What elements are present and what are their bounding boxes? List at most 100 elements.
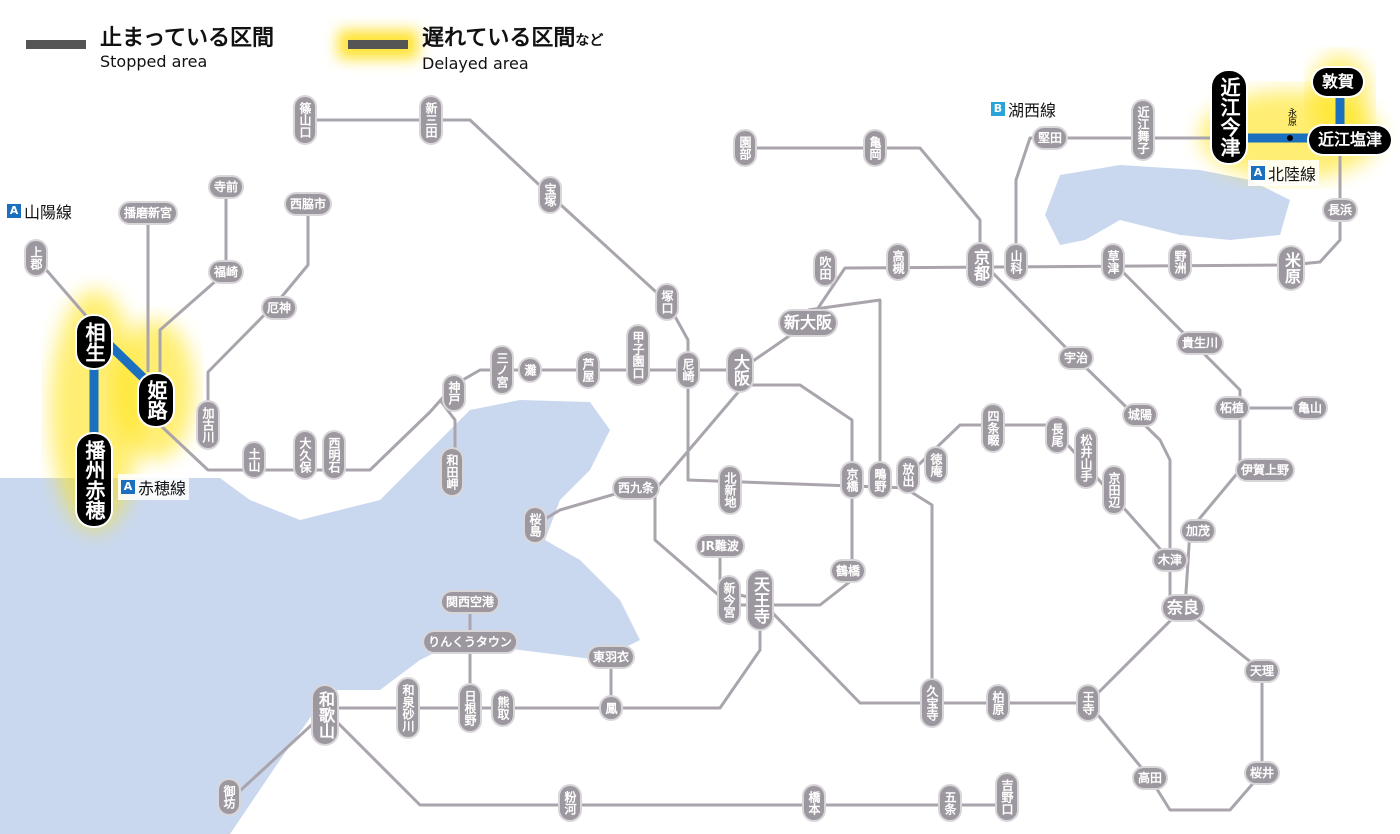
station-久宝寺[interactable]: 久宝寺	[922, 680, 942, 726]
station-和泉砂川[interactable]: 和泉砂川	[398, 679, 418, 737]
station-篠山口[interactable]: 篠山口	[295, 97, 315, 143]
station-加古川[interactable]: 加古川	[198, 402, 218, 448]
station-灘[interactable]: 灘	[520, 359, 540, 381]
station-粉河[interactable]: 粉河	[560, 786, 580, 820]
station-草津[interactable]: 草津	[1103, 245, 1123, 279]
station-和田岬[interactable]: 和田岬	[442, 449, 462, 495]
station-松井山手[interactable]: 松井山手	[1076, 429, 1096, 487]
station-西九条[interactable]: 西九条	[613, 478, 659, 498]
station-京都[interactable]: 京都	[968, 244, 992, 286]
rail-line	[745, 146, 982, 265]
station-御坊[interactable]: 御坊	[219, 780, 239, 814]
station-柏原[interactable]: 柏原	[988, 686, 1008, 720]
station-京橋[interactable]: 京橋	[842, 463, 862, 497]
station-相生[interactable]: 相生	[77, 316, 111, 368]
rail-line	[988, 268, 1172, 608]
station-高槻[interactable]: 高槻	[888, 245, 908, 279]
rail-line	[907, 488, 934, 703]
station-大阪[interactable]: 大阪	[728, 349, 752, 391]
station-五条[interactable]: 五条	[940, 786, 960, 820]
stopped-swatch	[26, 40, 86, 49]
station-鶴橋[interactable]: 鶴橋	[831, 561, 865, 581]
station-甲子園口[interactable]: 甲子園口	[628, 326, 648, 384]
station-宇治[interactable]: 宇治	[1059, 348, 1093, 368]
station-西脇市[interactable]: 西脇市	[285, 194, 331, 214]
station-播州赤穂[interactable]: 播州赤穂	[77, 434, 111, 526]
station-日根野[interactable]: 日根野	[460, 685, 480, 731]
station-姫路[interactable]: 姫路	[139, 374, 173, 426]
rail-line	[328, 713, 1009, 807]
station-芦屋[interactable]: 芦屋	[578, 353, 598, 387]
station-米原[interactable]: 米原	[1279, 247, 1303, 289]
station-新大阪[interactable]: 新大阪	[779, 311, 837, 335]
rail-line	[807, 298, 882, 488]
station-木津[interactable]: 木津	[1153, 550, 1187, 570]
station-近江塩津[interactable]: 近江塩津	[1308, 126, 1392, 154]
station-りんくうタウン[interactable]: りんくうタウン	[424, 632, 516, 652]
station-伊賀上野[interactable]: 伊賀上野	[1236, 460, 1294, 480]
station-天理[interactable]: 天理	[1245, 661, 1279, 681]
station-亀山[interactable]: 亀山	[1293, 398, 1327, 418]
station-吉野口[interactable]: 吉野口	[997, 774, 1017, 820]
station-和歌山[interactable]: 和歌山	[313, 686, 337, 744]
station-新今宮[interactable]: 新今宮	[719, 577, 739, 623]
station-近江舞子[interactable]: 近江舞子	[1133, 101, 1153, 159]
station-四条畷[interactable]: 四条畷	[983, 405, 1003, 451]
station-大久保[interactable]: 大久保	[295, 432, 315, 478]
station-北新地[interactable]: 北新地	[720, 467, 740, 513]
station-放出[interactable]: 放出	[898, 458, 918, 492]
station-尼崎[interactable]: 尼崎	[678, 353, 698, 387]
station-加茂[interactable]: 加茂	[1181, 521, 1215, 541]
line-name: 赤穂線	[138, 479, 187, 498]
station-新三田[interactable]: 新三田	[421, 97, 441, 143]
rail-line	[158, 187, 228, 372]
station-西明石[interactable]: 西明石	[324, 432, 344, 478]
water-body	[1045, 165, 1290, 245]
station-園部[interactable]: 園部	[735, 131, 755, 165]
station-熊取[interactable]: 熊取	[493, 691, 513, 725]
station-柘植[interactable]: 柘植	[1215, 398, 1249, 418]
station-長浜[interactable]: 長浜	[1323, 200, 1357, 220]
station-塚口[interactable]: 塚口	[657, 285, 677, 319]
station-高田[interactable]: 高田	[1133, 768, 1167, 788]
station-三ノ宮[interactable]: 三ノ宮	[492, 347, 512, 393]
station-鳳[interactable]: 鳳	[601, 697, 621, 719]
station-福崎[interactable]: 福崎	[209, 262, 243, 282]
station-関西空港[interactable]: 関西空港	[441, 592, 499, 612]
station-山科[interactable]: 山科	[1006, 245, 1026, 279]
station-近江今津[interactable]: 近江今津	[1212, 71, 1246, 163]
station-貴生川[interactable]: 貴生川	[1177, 333, 1223, 353]
station-天王寺[interactable]: 天王寺	[748, 571, 772, 629]
station-野洲[interactable]: 野洲	[1170, 245, 1190, 279]
station-播磨新宮[interactable]: 播磨新宮	[119, 203, 177, 223]
station-亀岡[interactable]: 亀岡	[865, 131, 885, 165]
station-寺前[interactable]: 寺前	[209, 177, 243, 197]
station-堅田[interactable]: 堅田	[1033, 128, 1067, 148]
station-鴫野[interactable]: 鴫野	[870, 463, 890, 497]
rail-line	[206, 204, 310, 425]
line-name: 北陸線	[1268, 165, 1317, 184]
station-桜島[interactable]: 桜島	[525, 508, 545, 542]
station-神戸[interactable]: 神戸	[444, 376, 464, 410]
station-奈良[interactable]: 奈良	[1162, 596, 1204, 620]
station-徳庵[interactable]: 徳庵	[926, 448, 946, 482]
station-宝塚[interactable]: 宝塚	[540, 178, 560, 212]
station-橋本[interactable]: 橋本	[804, 786, 824, 820]
station-桜井[interactable]: 桜井	[1245, 763, 1279, 783]
station-京田辺[interactable]: 京田辺	[1104, 467, 1124, 513]
station-土山[interactable]: 土山	[244, 443, 264, 477]
station-東羽衣[interactable]: 東羽衣	[588, 647, 634, 667]
station-上郡[interactable]: 上郡	[26, 241, 46, 275]
station-JR難波[interactable]: JR難波	[697, 536, 743, 556]
line-name: 山陽線	[24, 203, 73, 222]
station-吹田[interactable]: 吹田	[815, 251, 835, 285]
station-敦賀[interactable]: 敦賀	[1312, 68, 1364, 96]
station-城陽[interactable]: 城陽	[1123, 405, 1157, 425]
station-厄神[interactable]: 厄神	[262, 298, 296, 318]
station-王寺[interactable]: 王寺	[1078, 686, 1098, 720]
station-長尾[interactable]: 長尾	[1047, 418, 1067, 452]
